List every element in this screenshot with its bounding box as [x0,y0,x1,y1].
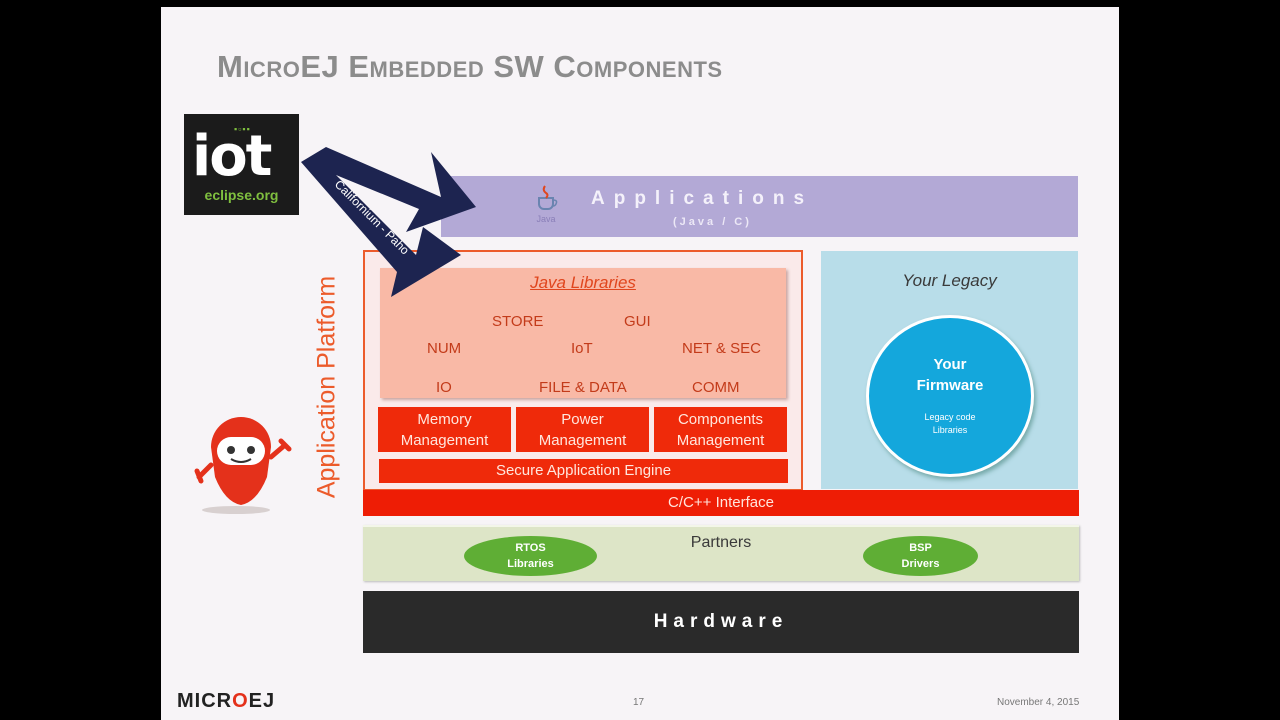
lib-num: NUM [427,340,462,357]
components-management-line2: Management [676,432,765,449]
iot-eclipse-logo: ▪▫▪▪ iot eclipse.org [184,114,299,215]
lib-comm: COMM [692,379,740,396]
partners-layer: Partners RTOS Libraries BSP Drivers [363,525,1079,581]
bsp-drivers-pill: BSP Drivers [863,536,978,576]
java-icon-label: Java [536,214,556,224]
applications-label: Applications [591,188,814,209]
application-platform-label-box: Application Platform [297,250,357,525]
lib-store: STORE [492,313,544,330]
bsp-line1: BSP [909,542,932,554]
partners-label: Partners [690,534,752,551]
lib-net-sec: NET & SEC [682,340,761,357]
firmware-line1: Your [933,356,967,373]
firmware-label: Your Firmware [869,354,1031,396]
lib-io: IO [436,379,452,396]
page-number: 17 [633,697,645,708]
secure-application-engine: Secure Application Engine [379,459,788,483]
components-management-line1: Components [677,411,764,428]
memory-management-line2: Management [400,432,489,449]
logo-dots-icon: ▪▫▪▪ [234,124,251,134]
applications-sub: (Java / C) [673,216,752,228]
rtos-line2: Libraries [507,558,554,570]
iot-logo-text: iot [192,124,272,189]
memory-management-line1: Memory [417,411,472,428]
java-libraries: Java Libraries STORE GUI NUM IoT NET & S… [380,268,786,398]
java-icon: Java [531,184,561,230]
components-management: Components Management [654,407,787,452]
lib-gui: GUI [624,313,651,330]
brand-part-2: EJ [248,690,276,712]
legacy-layer: Your Legacy Your Firmware Legacy code Li… [821,251,1078,489]
slide-date: November 4, 2015 [997,697,1080,708]
c-cpp-interface: C/C++ Interface [363,490,1079,516]
legacy-code-line2: Libraries [932,425,968,435]
bsp-line2: Drivers [901,558,940,570]
microej-mascot-icon [194,417,292,514]
brand-o: O [232,690,249,712]
arrow-label: Californium - Paho [332,177,412,257]
slide-title: MicroEJ Embedded SW Components [217,49,723,84]
memory-management: Memory Management [378,407,511,452]
lib-file-data: FILE & DATA [539,379,627,396]
applications-layer: Java Applications (Java / C) [441,176,1078,237]
legacy-title: Your Legacy [902,271,997,290]
power-management-line1: Power [561,411,604,428]
power-management: Power Management [516,407,649,452]
java-libraries-title: Java Libraries [530,273,636,292]
brand-part-1: MICR [177,690,233,712]
legacy-code-line1: Legacy code [924,412,976,422]
legacy-code-label: Legacy code Libraries [869,411,1031,437]
rtos-libraries-pill: RTOS Libraries [464,536,597,576]
power-management-line2: Management [538,432,627,449]
firmware-line2: Firmware [916,377,984,394]
microej-brand-logo: MICROEJ [177,690,275,713]
hardware-layer: Hardware [363,591,1079,653]
lib-iot: IoT [571,340,593,357]
your-firmware-circle: Your Firmware Legacy code Libraries [866,315,1034,477]
rtos-line1: RTOS [515,542,546,554]
application-platform-label: Application Platform [312,275,341,499]
slide: MicroEJ Embedded SW Components ▪▫▪▪ iot … [161,7,1119,720]
iot-logo-domain: eclipse.org [204,187,279,203]
